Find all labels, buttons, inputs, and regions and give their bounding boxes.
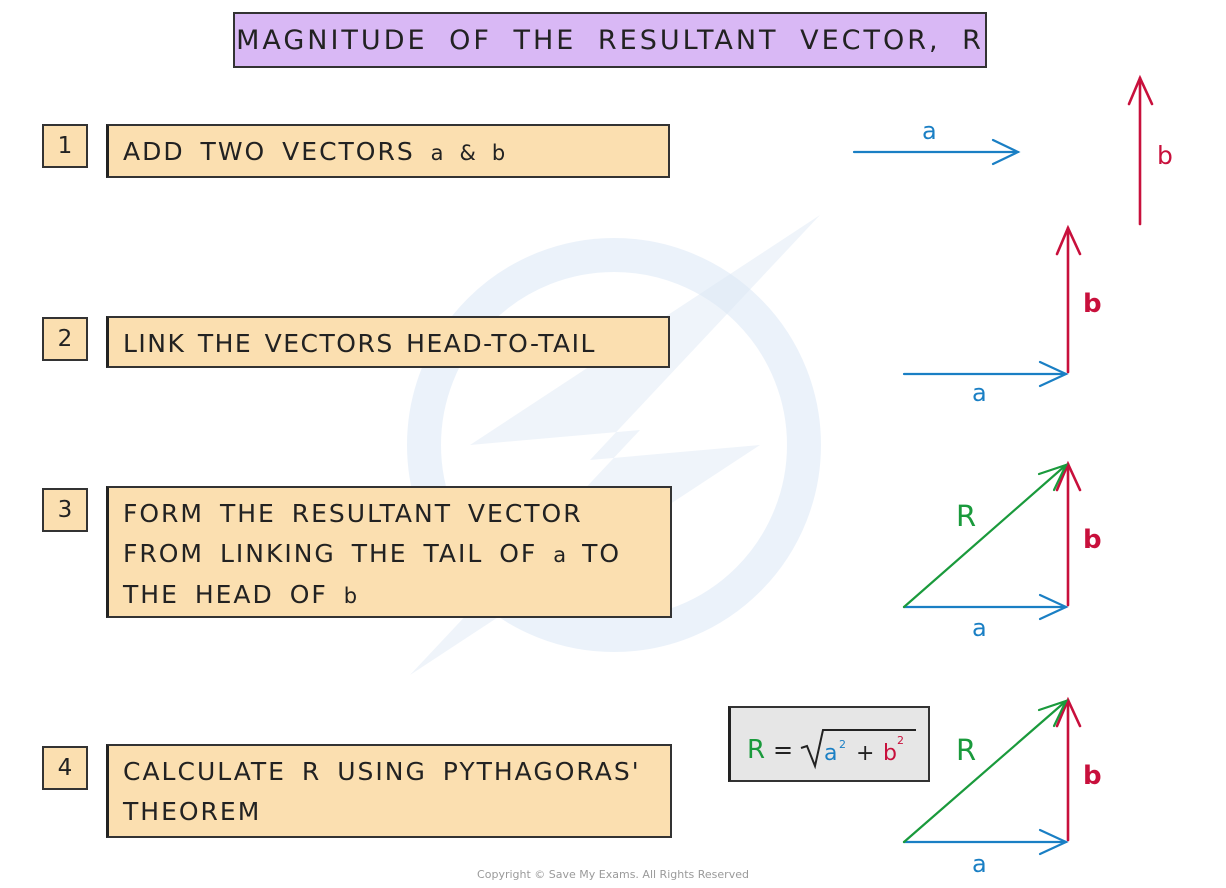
step-3-line-2: FROM LINKING THE TAIL OF a TO	[123, 539, 622, 568]
step-1-var-b: b	[491, 141, 506, 165]
step-4-box: CALCULATE R USING PYTHAGORAS' THEOREM	[106, 744, 672, 838]
step-3-vector-r	[902, 463, 1068, 609]
step-4-label-r: R	[956, 733, 976, 767]
step-number-3: 3	[42, 488, 88, 532]
step-3-vector-a-arrowhead-icon	[1038, 593, 1069, 621]
step-4-vector-b-arrowhead-icon	[1055, 696, 1082, 728]
step-number-4: 4	[42, 746, 88, 790]
step-4-label-b: b	[1083, 761, 1102, 791]
pythagoras-formula: R = a 2 + b 2	[747, 729, 916, 770]
sqrt-sign-icon	[800, 729, 916, 770]
formula-a-exponent: 2	[839, 738, 846, 751]
formula-plus: +	[856, 741, 874, 766]
step-3-box: FORM THE RESULTANT VECTOR FROM LINKING T…	[106, 486, 672, 618]
step-1-vector-b-arrowhead-icon	[1127, 74, 1154, 106]
step-1-vector-a-arrowhead-icon	[991, 138, 1021, 166]
step-1-var-a: a	[430, 141, 444, 165]
formula-b-exponent: 2	[897, 734, 904, 747]
step-4-label-a: a	[972, 850, 987, 878]
step-1-box: ADD TWO VECTORS a & b	[106, 124, 670, 178]
step-1-label-a: a	[922, 117, 937, 145]
step-2-vector-a-arrowhead-icon	[1038, 360, 1069, 388]
formula-b: b	[883, 741, 897, 766]
step-3-line-3: THE HEAD OF b	[123, 580, 358, 609]
step-2-box: LINK THE VECTORS HEAD-TO-TAIL	[106, 316, 670, 368]
step-4-vector-a-arrowhead-icon	[1038, 828, 1069, 856]
step-2-label-b: b	[1083, 289, 1102, 319]
formula-r: R	[747, 735, 765, 765]
step-3-label-r: R	[956, 499, 976, 533]
step-number-2: 2	[42, 317, 88, 361]
step-3-vector-r-arrowhead-icon	[1037, 463, 1069, 492]
step-3-line-1: FORM THE RESULTANT VECTOR	[123, 499, 583, 528]
step-4-vector-r-arrowhead-icon	[1037, 699, 1069, 728]
step-3-label-b: b	[1083, 525, 1102, 555]
step-1-label-b: b	[1157, 141, 1173, 170]
formula-a: a	[824, 741, 837, 766]
step-4-line-1: CALCULATE R USING PYTHAGORAS'	[123, 757, 641, 786]
step-4-line-2: THEOREM	[123, 797, 262, 826]
step-3-label-a: a	[972, 614, 987, 642]
formula-equals: =	[773, 736, 793, 764]
step-number-1: 1	[42, 124, 88, 168]
step-2-text: LINK THE VECTORS HEAD-TO-TAIL	[123, 329, 596, 358]
step-3-vector-b-arrowhead-icon	[1055, 460, 1082, 492]
step-1-amp: &	[459, 141, 476, 165]
step-1-text: ADD TWO VECTORS	[123, 137, 415, 166]
step-2-label-a: a	[972, 379, 987, 407]
pythagoras-formula-box: R = a 2 + b 2	[728, 706, 930, 782]
page-title: MAGNITUDE OF THE RESULTANT VECTOR, R	[233, 12, 987, 68]
step-2-vector-b-arrowhead-icon	[1055, 224, 1082, 256]
step-4-vector-r	[902, 699, 1068, 844]
copyright-notice: Copyright © Save My Exams. All Rights Re…	[477, 868, 749, 881]
